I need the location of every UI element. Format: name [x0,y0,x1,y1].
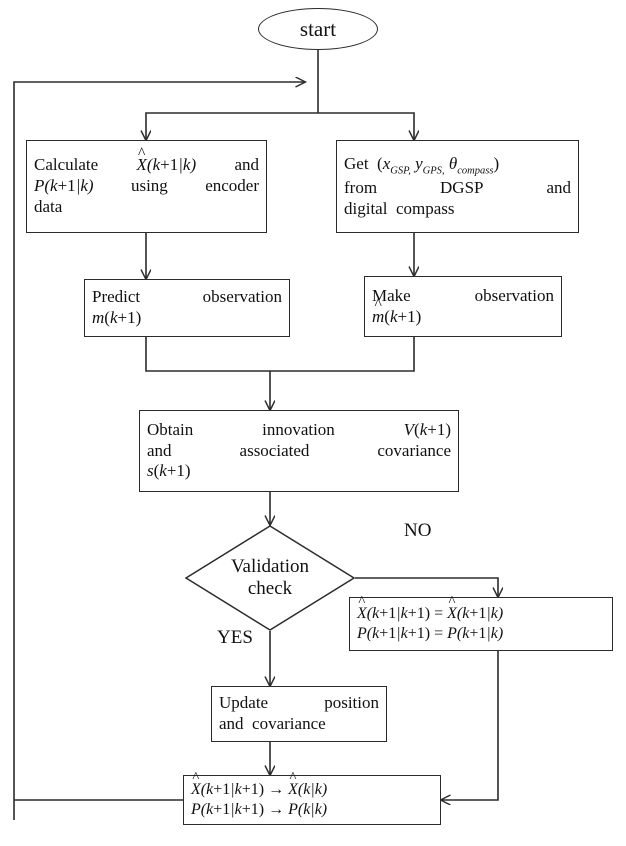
node-obtain-innovation-line-3: s(k+1) [147,461,191,481]
node-start[interactable]: start [258,8,378,50]
node-loop-assign-line-1: X^(k+1|k+1) → X^(k|k) [191,770,328,799]
node-update-position[interactable]: Update position and covariance [211,686,387,742]
node-validation-check[interactable]: Validation check [185,525,355,631]
node-validation-check-line-1: Validation [230,555,310,577]
node-start-label: start [299,16,337,41]
node-make-observation[interactable]: Make observation m^(k+1) [364,276,562,337]
node-validation-check-shape[interactable] [185,525,355,631]
edge-no-branch [355,577,498,597]
node-get-sensors-line-3: digital compass [344,198,455,218]
node-predict-state-line-1: Calculate X^(k+1|k) and [34,144,259,175]
node-predict-observation-line-2: m(k+1) [92,308,142,327]
edge-label-yes: YES [217,627,253,648]
node-make-observation-line-2: m^(k+1) [372,295,422,326]
edge-label-no: NO [404,520,432,541]
edge-split-left [146,112,318,140]
node-loop-assign-line-2: P(k+1|k+1) → P(k|k) [191,801,328,818]
node-predict-observation-line-1: Predict observation [92,287,282,307]
node-update-position-line-1: Update position [219,693,379,713]
edge-loop-feedback [13,82,305,820]
edge-merge-left [145,337,270,372]
node-validation-check-line-2: check [247,578,293,599]
node-get-sensors-line-1: Get (xGSP, yGPS, θcompass) [344,153,500,177]
node-loop-assign[interactable]: X^(k+1|k+1) → X^(k|k) P(k+1|k+1) → P(k|k… [183,770,441,825]
node-make-observation-line-1: Make observation [372,285,554,305]
edge-no-to-loopbox [441,651,499,800]
node-predict-state-line-2: P(k+1|k) using encoder [34,176,259,196]
node-no-branch-assign-line-1: X^(k+1|k+1) = X^(k+1|k) [357,594,504,623]
edge-split-right [318,112,414,140]
node-update-position-line-2: and covariance [219,714,326,733]
node-obtain-innovation-line-2: and associated covariance [147,440,451,460]
node-obtain-innovation-line-1: Obtain innovation V(k+1) [147,419,451,439]
node-predict-state[interactable]: Calculate X^(k+1|k) and P(k+1|k) using e… [26,140,267,233]
node-get-sensors[interactable]: Get (xGSP, yGPS, θcompass) from DGSP and… [336,140,579,233]
node-predict-state-line-3: data [34,196,63,216]
edge-merge-right [270,337,415,372]
node-no-branch-assign-line-2: P(k+1|k+1) = P(k+1|k) [357,625,504,642]
node-predict-observation[interactable]: Predict observation m(k+1) [84,279,290,337]
node-get-sensors-line-2: from DGSP and [344,177,571,197]
node-obtain-innovation[interactable]: Obtain innovation V(k+1) and associated … [139,410,459,492]
node-no-branch-assign[interactable]: X^(k+1|k+1) = X^(k+1|k) P(k+1|k+1) = P(k… [349,594,613,651]
